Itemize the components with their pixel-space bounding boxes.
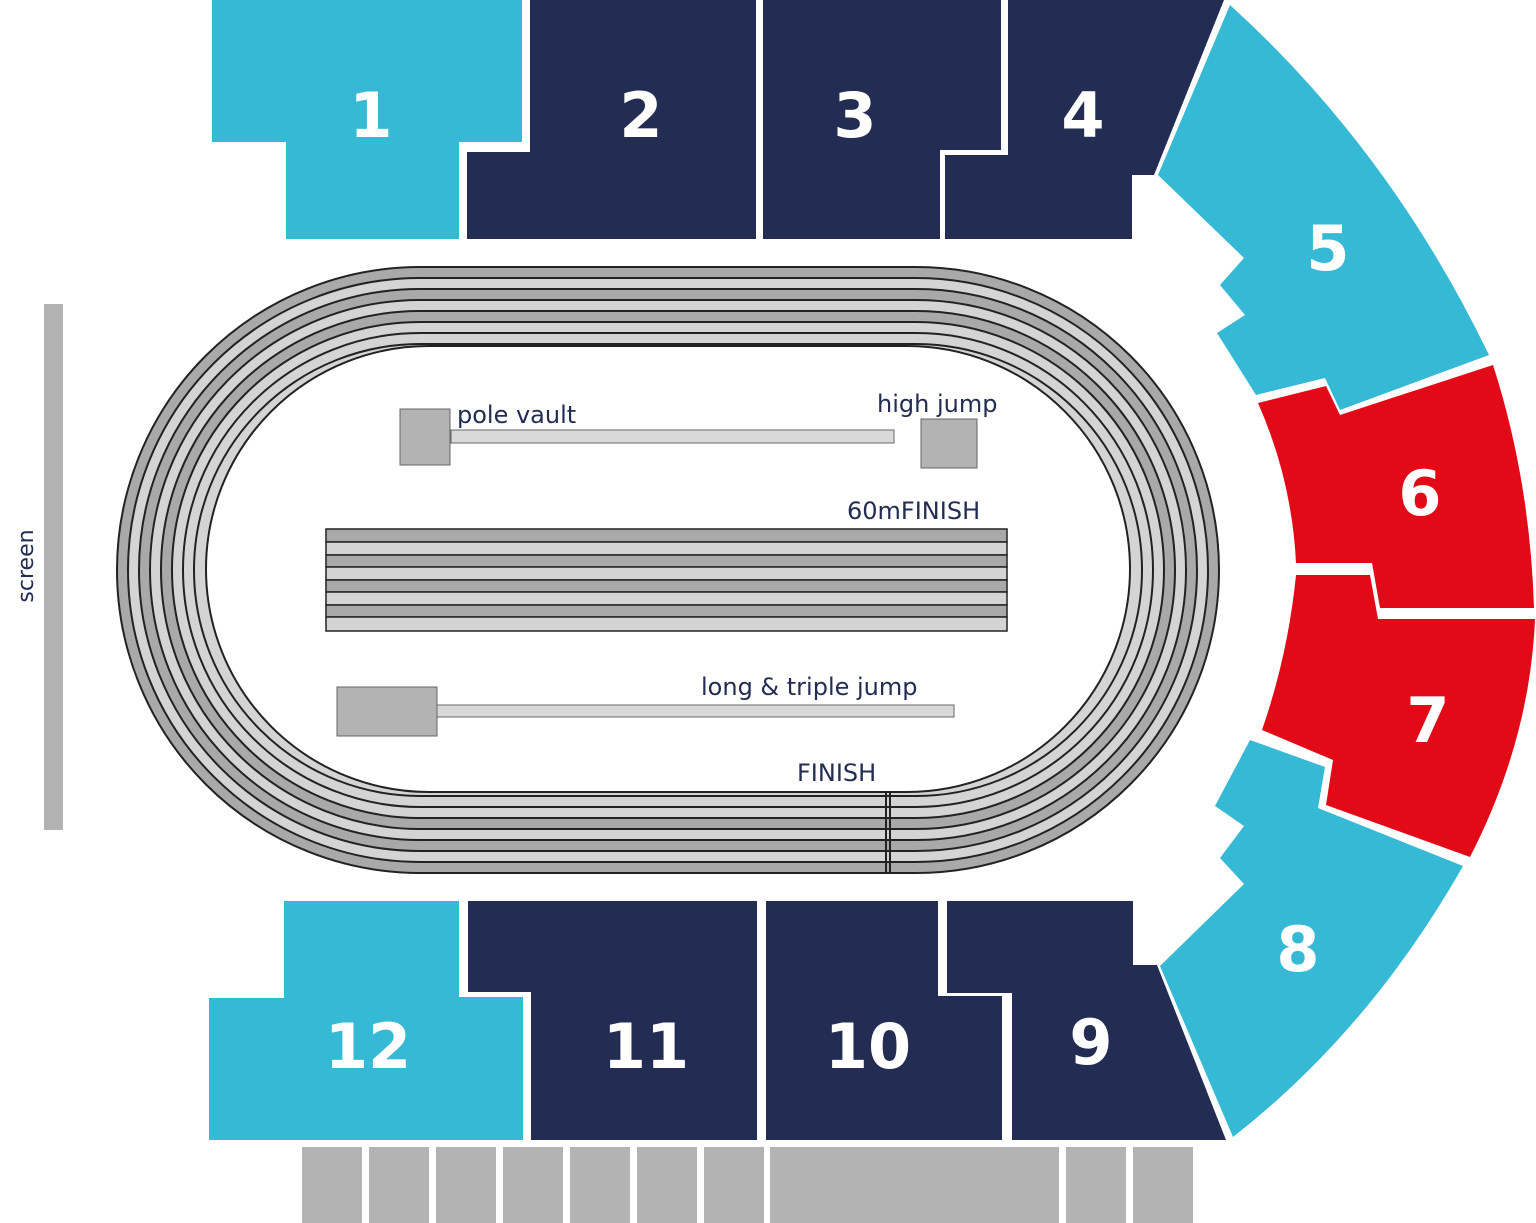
section-10-label: 10 xyxy=(825,1010,911,1083)
section-3-shape[interactable] xyxy=(763,0,1001,239)
section-6[interactable]: 6 xyxy=(1258,365,1534,608)
section-2-label: 2 xyxy=(619,79,662,152)
section-10[interactable]: 10 xyxy=(766,901,1002,1140)
pole-vault-runway xyxy=(450,429,895,444)
section-4-shape[interactable] xyxy=(945,0,1224,239)
long-triple-jump-label: long & triple jump xyxy=(701,673,918,701)
section-11[interactable]: 11 xyxy=(468,901,757,1140)
sprint-straight xyxy=(325,528,1008,632)
finish-line xyxy=(885,792,891,873)
section-9-shape[interactable] xyxy=(947,901,1226,1140)
section-9-label: 9 xyxy=(1069,1006,1112,1079)
grey-block xyxy=(369,1147,429,1223)
section-8-shape[interactable] xyxy=(1160,740,1463,1137)
grey-block xyxy=(704,1147,764,1223)
finish-label: FINISH xyxy=(797,759,876,787)
section-1[interactable]: 1 xyxy=(212,0,522,239)
section-2-shape[interactable] xyxy=(467,0,756,239)
section-7-shape[interactable] xyxy=(1262,575,1535,857)
grey-block xyxy=(302,1147,362,1223)
section-12[interactable]: 12 xyxy=(209,901,523,1140)
grey-block xyxy=(1066,1147,1126,1223)
section-9[interactable]: 9 xyxy=(947,901,1226,1140)
section-11-label: 11 xyxy=(603,1010,689,1083)
pole-vault-area: pole vault xyxy=(399,401,895,466)
long-jump-pit xyxy=(336,686,438,737)
grey-block xyxy=(1133,1147,1193,1223)
grey-block xyxy=(637,1147,697,1223)
section-8[interactable]: 8 xyxy=(1160,740,1463,1137)
grey-block xyxy=(436,1147,496,1223)
high-jump-label: high jump xyxy=(877,390,997,418)
pole-vault-label: pole vault xyxy=(457,401,576,429)
section-3[interactable]: 3 xyxy=(763,0,1001,239)
section-10-shape[interactable] xyxy=(766,901,1002,1140)
section-8-label: 8 xyxy=(1276,913,1319,986)
grey-block xyxy=(503,1147,563,1223)
sixty-m-finish-label: 60mFINISH xyxy=(847,497,980,525)
section-5[interactable]: 5 xyxy=(1158,5,1489,410)
lower-grey-blocks xyxy=(302,1147,1193,1223)
section-7[interactable]: 7 xyxy=(1262,575,1535,857)
section-6-shape[interactable] xyxy=(1258,365,1534,608)
section-1-label: 1 xyxy=(349,79,392,152)
section-3-label: 3 xyxy=(833,79,876,152)
section-6-label: 6 xyxy=(1398,457,1441,530)
grey-block-wide xyxy=(770,1147,1059,1223)
section-11-shape[interactable] xyxy=(468,901,757,1140)
section-4-label: 4 xyxy=(1061,79,1104,152)
high-jump-mat xyxy=(920,418,978,469)
screen-bar xyxy=(44,304,63,830)
screen-label: screen xyxy=(14,529,39,602)
long-jump-runway xyxy=(436,704,955,718)
grey-block xyxy=(570,1147,630,1223)
high-jump-area: high jump xyxy=(877,390,997,469)
long-triple-jump-area: long & triple jump xyxy=(336,673,955,737)
section-4[interactable]: 4 xyxy=(945,0,1224,239)
section-1-shape[interactable] xyxy=(212,0,522,239)
section-2[interactable]: 2 xyxy=(467,0,756,239)
section-5-shape[interactable] xyxy=(1158,5,1489,410)
section-12-label: 12 xyxy=(325,1010,411,1083)
section-7-label: 7 xyxy=(1406,684,1449,757)
pole-vault-pit xyxy=(399,408,451,466)
section-5-label: 5 xyxy=(1306,212,1349,285)
section-12-shape[interactable] xyxy=(209,901,523,1140)
